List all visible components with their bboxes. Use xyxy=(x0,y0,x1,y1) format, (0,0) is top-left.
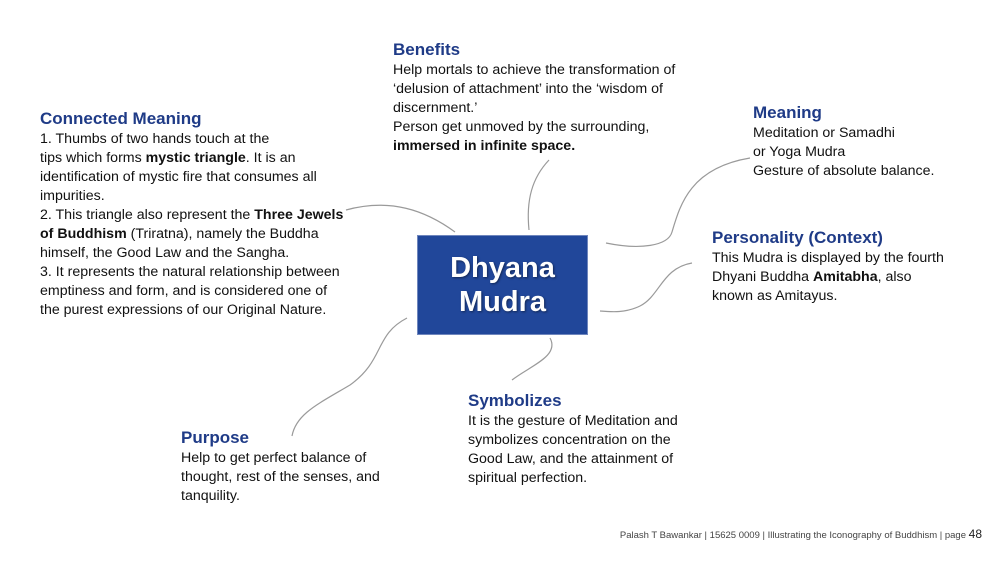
meaning-line-2: or Yoga Mudra xyxy=(753,144,846,160)
symbolizes-heading: Symbolizes xyxy=(468,391,562,410)
benefits-text-2-bold: immersed in infinite space. xyxy=(393,138,576,154)
meaning-line-3: Gesture of absolute balance. xyxy=(753,163,935,179)
personality-text-plain: This Mudra is displayed by the fourth Dh… xyxy=(712,250,944,285)
symbolizes-text: It is the gesture of Meditation and symb… xyxy=(468,413,678,486)
benefits-block: Benefits Help mortals to achieve the tra… xyxy=(393,40,693,156)
connector-personality xyxy=(599,262,693,313)
purpose-block: Purpose Help to get perfect balance of t… xyxy=(181,428,411,506)
point-2-bold: Three Jewels of Buddhism xyxy=(40,207,344,242)
center-topic-box: Dhyana Mudra xyxy=(417,235,588,335)
connector-connected-meaning xyxy=(345,204,456,233)
connected-meaning-point-2: 2. This triangle also represent the Thre… xyxy=(40,206,350,263)
personality-text-bold: Amitabha xyxy=(812,269,878,285)
center-title-line2: Mudra xyxy=(459,286,546,318)
point-1-rest: . It is an identification of mystic fire… xyxy=(40,150,317,204)
meaning-block: Meaning Meditation or Samadhi or Yoga Mu… xyxy=(753,103,953,181)
connector-purpose xyxy=(291,317,408,437)
benefits-text-2: Person get unmoved by the surrounding, i… xyxy=(393,118,693,156)
benefits-text-2-plain: Person get unmoved by the surrounding, xyxy=(393,119,650,135)
point-2-text: 2. This triangle also represent the xyxy=(40,207,255,223)
connector-benefits xyxy=(527,159,550,231)
page-footer: Palash T Bawankar | 15625 0009 | Illustr… xyxy=(620,527,982,541)
connected-meaning-heading: Connected Meaning xyxy=(40,109,202,128)
personality-block: Personality (Context) This Mudra is disp… xyxy=(712,228,952,306)
symbolizes-block: Symbolizes It is the gesture of Meditati… xyxy=(468,391,708,488)
meaning-heading: Meaning xyxy=(753,103,822,122)
connected-meaning-point-1: 1. Thumbs of two hands touch at the tips… xyxy=(40,130,350,206)
point-2-rest: (Triratna), namely the Buddha himself, t… xyxy=(40,226,319,261)
footer-credit: Palash T Bawankar | 15625 0009 | Illustr… xyxy=(619,530,969,541)
point-1-bold: mystic triangle xyxy=(145,150,246,166)
purpose-text: Help to get perfect balance of thought, … xyxy=(181,450,380,504)
center-title-line1: Dhyana xyxy=(450,252,555,284)
connector-meaning xyxy=(605,157,751,247)
benefits-heading: Benefits xyxy=(393,40,461,59)
personality-heading: Personality (Context) xyxy=(712,228,883,247)
point-1-text: tips which forms xyxy=(40,150,146,166)
purpose-heading: Purpose xyxy=(181,428,250,447)
personality-text: This Mudra is displayed by the fourth Dh… xyxy=(712,249,952,306)
connector-symbolizes xyxy=(511,337,553,381)
connected-meaning-block: Connected Meaning 1. Thumbs of two hands… xyxy=(40,109,350,320)
connected-meaning-point-3: 3. It represents the natural relationshi… xyxy=(40,264,340,318)
benefits-text-1: Help mortals to achieve the transformati… xyxy=(393,62,676,116)
point-1-intro: 1. Thumbs of two hands touch at the xyxy=(40,131,270,147)
personality-text-rest: , also known as Amitayus. xyxy=(712,269,912,304)
page-number: 48 xyxy=(968,527,982,541)
meaning-line-1: Meditation or Samadhi xyxy=(753,125,895,141)
